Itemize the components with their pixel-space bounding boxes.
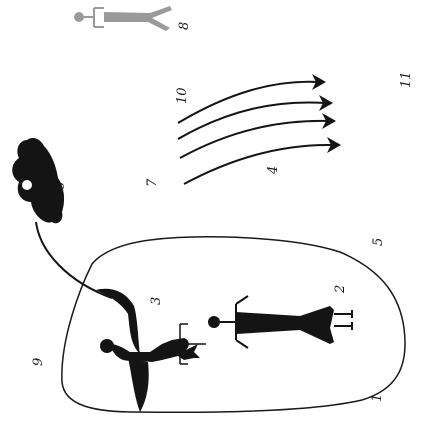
label-8: 8 (177, 22, 192, 30)
label-5: 5 (371, 238, 386, 246)
label-2: 2 (333, 285, 348, 294)
cloud-shape (12, 138, 64, 223)
label-4: 4 (266, 166, 281, 175)
arrowheads (312, 74, 341, 153)
label-10: 10 (175, 87, 190, 104)
connecting-line (36, 222, 112, 298)
label-6: 6 (53, 182, 68, 190)
arrow-4 (184, 145, 333, 184)
label-1: 1 (370, 394, 385, 402)
figure-labels: 1 2 3 4 5 6 7 8 9 10 11 (31, 22, 414, 402)
label-9: 9 (31, 358, 46, 366)
oval-enclosure (62, 237, 405, 412)
label-7: 7 (145, 178, 160, 187)
faded-human-figure (74, 6, 172, 31)
label-11: 11 (399, 71, 414, 88)
bird-figure (96, 289, 200, 412)
human-figure (208, 296, 352, 348)
label-3: 3 (149, 297, 164, 305)
curved-arrows (178, 82, 333, 184)
